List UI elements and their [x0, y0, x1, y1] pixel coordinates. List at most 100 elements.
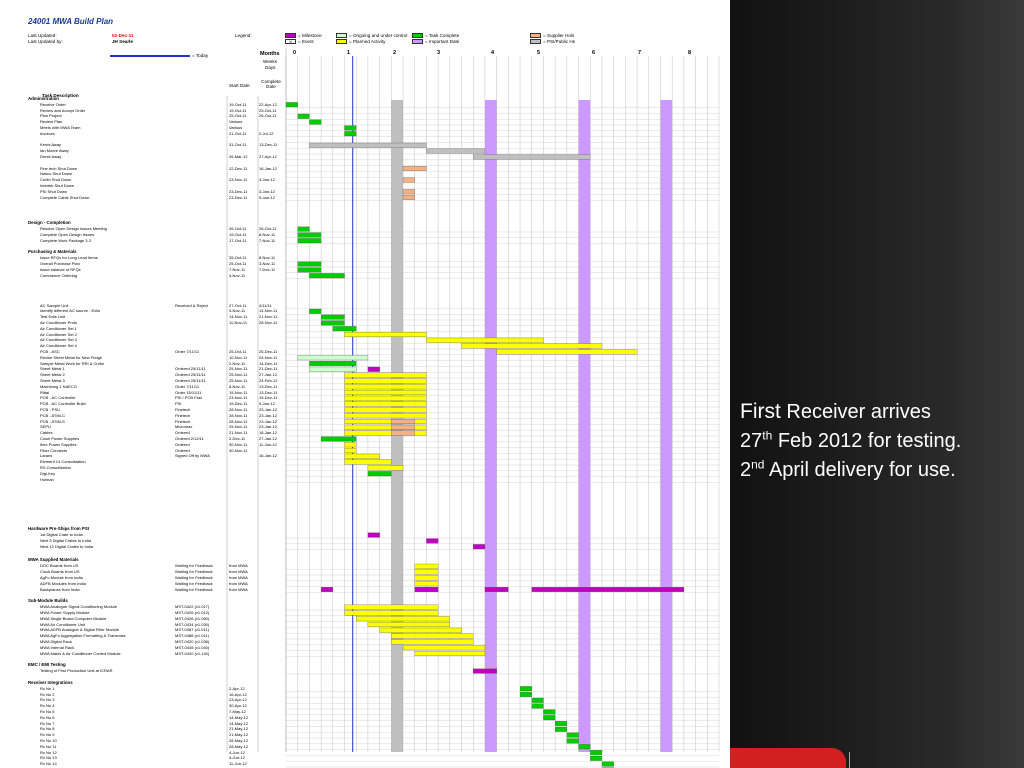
slide-red-accent [730, 748, 846, 768]
task-bar [344, 459, 392, 465]
sheet-title: 24001 MWA Build Plan [28, 17, 114, 26]
legend-swatch [530, 33, 541, 38]
table-row: Air Conditioner Set 3 [0, 337, 730, 343]
last-updated-value: 02-Dec-11 [112, 33, 134, 38]
task-name: Derek Away [40, 154, 62, 159]
task-start: from MWA [229, 575, 248, 580]
table-row: 1st Digital Crate to India [0, 532, 730, 538]
legend-text: = Important Date [425, 39, 460, 44]
task-end: 24-Nov-11 [259, 354, 278, 360]
task-start: 7-May-12 [229, 709, 246, 714]
task-name: Rx No 1 [40, 685, 55, 691]
table-row: Air Conditioner Set 4 [0, 343, 730, 349]
task-name: PCB - AC Controller [40, 395, 76, 401]
task-note: MST-0420 (v1.140) [175, 650, 210, 656]
task-bar [426, 538, 439, 544]
task-end: 13-Dec-11 [259, 383, 278, 389]
task-bar [473, 668, 497, 674]
task-bar [531, 703, 544, 709]
month-number: 3 [437, 50, 441, 56]
section-title: Design - Completion [28, 219, 71, 225]
task-end: 26-Oct-11 [259, 226, 277, 232]
task-note: Ordered [175, 441, 190, 447]
task-name: Next 12 Digital Crates to India [40, 543, 94, 549]
task-start: from MWA [229, 569, 248, 575]
table-row: MWA ADFB Analogue & Digital Filter Modul… [0, 627, 730, 633]
task-start: 4-Jun-12 [229, 755, 245, 761]
table-row: Next 5 Digital Crates to India [0, 538, 730, 544]
task-start: from MWA [229, 563, 248, 569]
last-updated-label: Last Updated: [28, 33, 57, 38]
task-bar [402, 645, 486, 651]
task-bar [414, 575, 439, 581]
legend-swatch [412, 39, 423, 44]
section-title: MWA Supplied Materials [28, 557, 79, 563]
task-name: Nasco Shut Down [40, 171, 73, 177]
task-name: Meets with MWA Team [40, 125, 81, 130]
task-bar [555, 721, 568, 726]
task-bar [367, 532, 380, 538]
task-start: 4-Jun-12 [229, 749, 245, 755]
highlight-column [660, 100, 673, 752]
task-start: 25-Oct-11 [229, 113, 247, 119]
task-note: MST-0422 (v1.017) [175, 604, 210, 610]
task-note: MST-0487 (v1.011) [175, 627, 209, 633]
task-name: MWA Mains & Air Conditioner Control Modu… [40, 650, 121, 656]
task-name: Air Conditioner Set 1 [40, 325, 77, 331]
task-bar [519, 686, 532, 692]
task-name: Invoices [40, 130, 55, 136]
task-bar [426, 337, 544, 343]
task-bar [309, 273, 345, 279]
table-row: Next 12 Digital Crates to India [0, 544, 730, 550]
task-bar [344, 390, 427, 395]
task-end: 28-Nov-11 [259, 320, 278, 325]
task-bar [344, 131, 357, 137]
completed-label: Complete Date [261, 79, 281, 89]
task-end: 25-Dec-11 [259, 349, 278, 354]
task-start: 23-Nov-11 [229, 177, 248, 183]
task-bar [414, 651, 486, 656]
task-name: Ibex Power Supplies [40, 441, 77, 447]
task-bar [344, 424, 427, 430]
task-note: Ordered 25/11/11 [175, 366, 206, 372]
task-bar [531, 587, 685, 592]
task-bar [367, 622, 450, 627]
task-start: 11-Jun-12 [229, 761, 247, 767]
task-bar [414, 587, 439, 592]
task-name: ADFB Modules from India [40, 580, 86, 586]
task-start: 25-Nov-11 [229, 372, 248, 378]
task-note: Ordered 25/11/11 [175, 372, 206, 378]
task-bar [391, 639, 474, 645]
task-bar [297, 261, 322, 267]
task-name: Air Conditioner Set 2 [40, 331, 77, 337]
task-name: PCB - PSU [40, 407, 61, 412]
task-bar [344, 332, 427, 337]
task-start: 23-Apr-12 [229, 697, 247, 703]
task-end: 9-Jan-12 [259, 401, 275, 407]
task-start: 21-May-12 [229, 732, 249, 738]
task-bar [344, 407, 427, 413]
task-description-label: Task Description [42, 93, 79, 98]
task-name: Identify different AC source - Exlis [40, 308, 100, 314]
task-end: 27-Jan-12 [259, 372, 278, 378]
task-name: Rx No 10 [40, 738, 57, 743]
task-name: PCB - ASC [40, 349, 60, 354]
task-bar [496, 349, 638, 355]
task-bar [344, 610, 439, 616]
task-name: Cosel Power Supplies [40, 436, 80, 441]
task-start: 25-Nov-11 [229, 424, 248, 430]
task-name: Review Plan [40, 119, 63, 125]
task-name: Complete Cable Shut Down [40, 194, 90, 200]
task-note: Finetech [175, 418, 191, 424]
task-name: Overall Purchase Plan [40, 261, 80, 267]
task-start: from MWA [229, 580, 248, 586]
